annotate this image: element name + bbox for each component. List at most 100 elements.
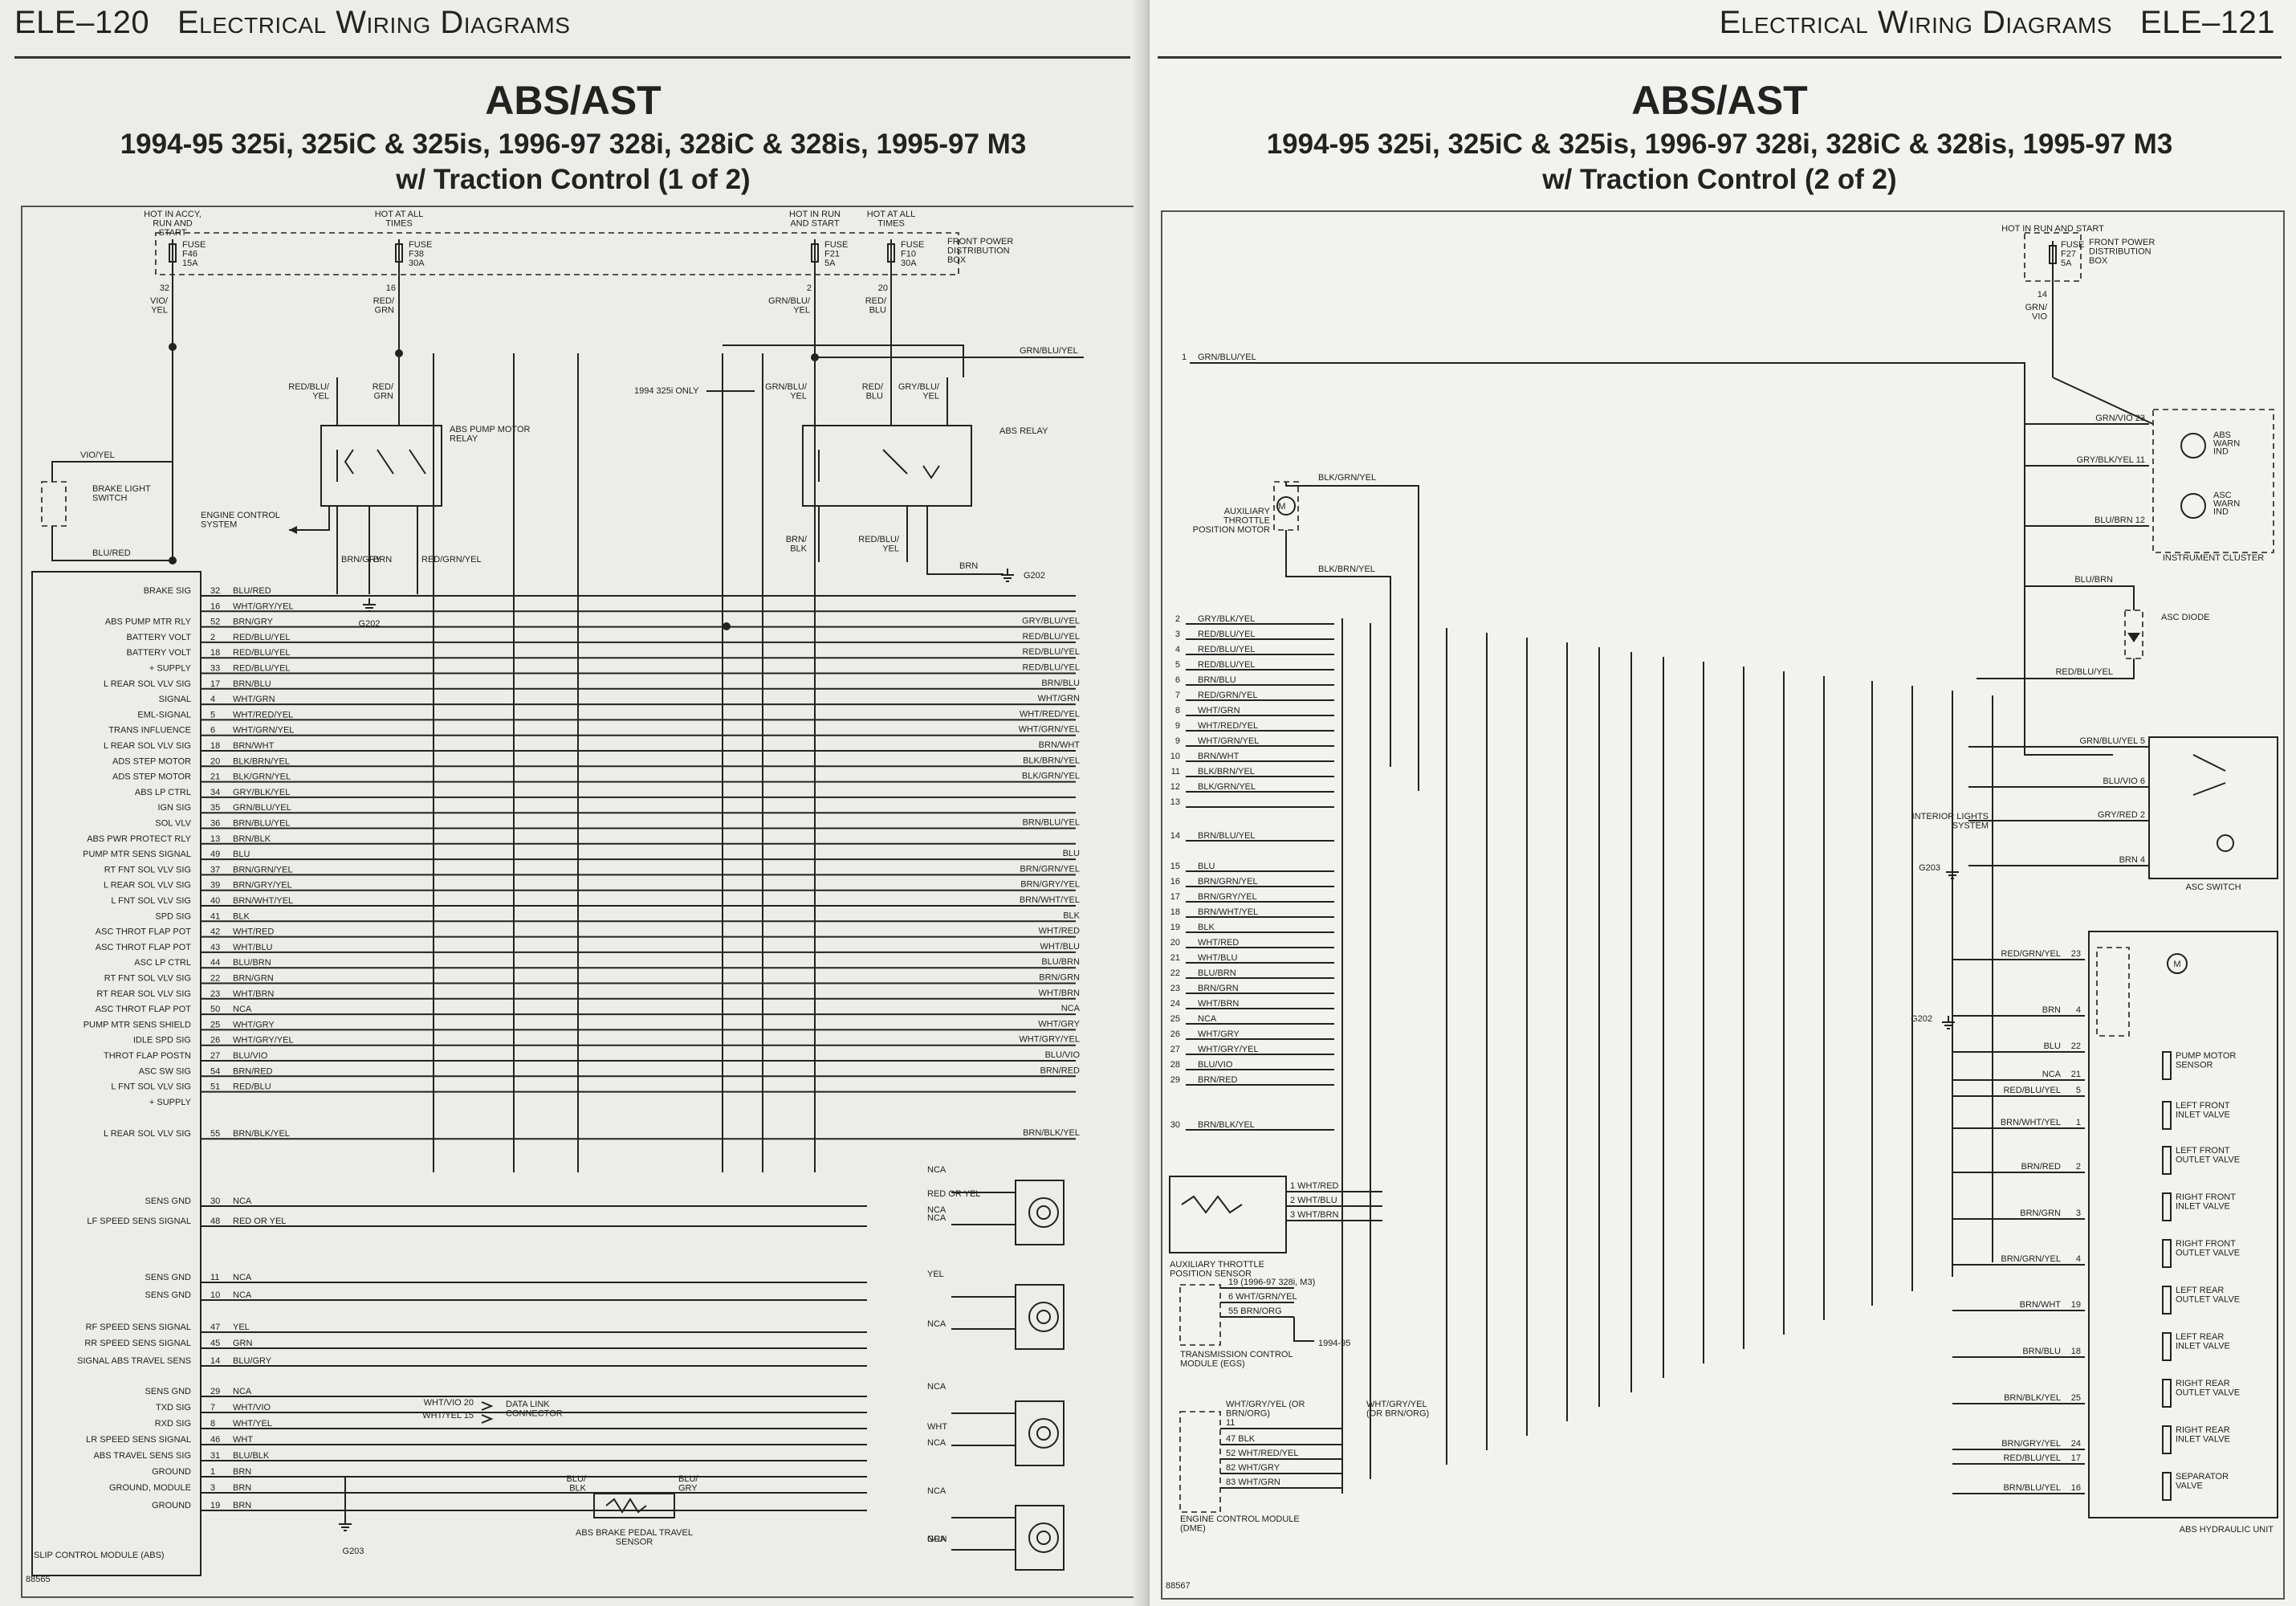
aux-throttle-sensor-label: AUXILIARY THROTTLE bbox=[1170, 1260, 1264, 1270]
slip-control-module-box bbox=[31, 571, 202, 1576]
wire-color-label: BLK/GRN/YEL bbox=[1198, 782, 1256, 792]
valve-label: OUTLET VALVE bbox=[2176, 1156, 2240, 1165]
module-pin-number: 4 bbox=[210, 695, 215, 704]
hydraulic-wire-label: BRN/GRY/YEL bbox=[2001, 1439, 2061, 1449]
wire-color-label: BLU/VIO bbox=[1198, 1060, 1233, 1070]
sensor-pin-label: GROUND bbox=[152, 1467, 191, 1477]
left-subtitle: 1994-95 325i, 325iC & 325is, 1996-97 328… bbox=[120, 128, 1027, 160]
valve-label: VALVE bbox=[2176, 1482, 2203, 1491]
module-pin-label: ASC SW SIG bbox=[139, 1066, 191, 1076]
hydraulic-pin-number: 19 bbox=[2071, 1300, 2081, 1310]
fuse-rating: FUSE bbox=[182, 240, 206, 250]
wire-number: 4 bbox=[1175, 645, 1180, 654]
fuse-wire-color: GRN bbox=[375, 306, 395, 316]
fuse-hot-label: HOT AT ALL bbox=[867, 210, 916, 219]
hydraulic-wire-label: BRN bbox=[2042, 1005, 2061, 1015]
pump-motor-icon bbox=[2167, 953, 2188, 974]
wire-number: 6 bbox=[1175, 675, 1180, 685]
engine-control-label: ENGINE CONTROL bbox=[201, 511, 280, 520]
hydraulic-pin-number: 21 bbox=[2071, 1070, 2081, 1079]
sensor-pin-number: 45 bbox=[210, 1339, 220, 1348]
asc-warn-label: IND bbox=[2213, 507, 2229, 517]
interior-lights-label: INTERIOR LIGHTS bbox=[1912, 812, 1989, 821]
transmission-module-label: TRANSMISSION CONTROL bbox=[1180, 1350, 1293, 1359]
right-header-title: Electrical Wiring Diagrams bbox=[1719, 5, 2113, 40]
module-pin-label: ADS STEP MOTOR bbox=[112, 772, 191, 782]
module-pin-number: 35 bbox=[210, 803, 220, 813]
ecm-wire-label: 47 BLK bbox=[1226, 1434, 1256, 1444]
valve-coil-box bbox=[2162, 1051, 2172, 1080]
wire-color-label: BRN/GRN/YEL bbox=[1198, 877, 1258, 887]
sensor-pin-number: 46 bbox=[210, 1435, 220, 1445]
wire-number: 12 bbox=[1170, 782, 1180, 792]
cluster-wire-label: GRN/VIO 23 bbox=[2095, 414, 2145, 423]
valve-label: LEFT FRONT bbox=[2176, 1101, 2230, 1111]
module-pin-wire-color: BRN/WHT/YEL bbox=[233, 896, 293, 906]
wire-number: 13 bbox=[1170, 797, 1180, 807]
right-edge-wire-label: BRN/WHT/YEL bbox=[1020, 895, 1080, 905]
junction-dot bbox=[169, 556, 177, 565]
fuse-wire-color: VIO bbox=[2032, 312, 2047, 322]
relay-output-label: BRN/GRY bbox=[341, 555, 382, 565]
asc-diode-box bbox=[2124, 609, 2143, 659]
module-pin-wire-color: WHT/GRY bbox=[233, 1020, 275, 1029]
hydraulic-wire-label: BRN/WHT/YEL bbox=[2001, 1118, 2061, 1127]
fuse-wire-color: RED/ bbox=[865, 296, 887, 306]
ecm-right-label: (OR BRN/ORG) bbox=[1366, 1409, 1429, 1419]
wire-number: 21 bbox=[1170, 953, 1180, 963]
abs-hydraulic-unit-box bbox=[2088, 931, 2278, 1518]
module-pin-wire-color: BLU/VIO bbox=[233, 1051, 268, 1061]
fuse-terminal: 20 bbox=[878, 283, 888, 293]
right-page-number: ELE–121 bbox=[2139, 5, 2275, 40]
right-edge-wire-label: BRN/GRY/YEL bbox=[1020, 880, 1080, 890]
pump-motor-box bbox=[2096, 947, 2130, 1037]
sensor-pin-number: 48 bbox=[210, 1217, 220, 1226]
hydraulic-pin-number: 4 bbox=[2076, 1005, 2081, 1015]
module-pin-wire-color: GRY/BLK/YEL bbox=[233, 788, 290, 797]
module-pin-wire-color: WHT/BLU bbox=[233, 943, 273, 952]
fuse-to-cluster bbox=[2052, 377, 2154, 425]
relay-output-label: RED/GRN/YEL bbox=[421, 555, 482, 565]
aux-sensor-wire-label: 2 WHT/BLU bbox=[1290, 1196, 1337, 1205]
relay-output-label: BLK bbox=[790, 544, 807, 554]
tcm-note-leader bbox=[1293, 1317, 1314, 1342]
wire-color-label: BLU/BRN bbox=[1198, 968, 1236, 978]
right-edge-wire-label: BLU bbox=[1063, 849, 1080, 858]
sensor-pin-number: 11 bbox=[210, 1273, 219, 1282]
wire-color-label: WHT/GRY/YEL bbox=[1198, 1045, 1259, 1054]
switch-contact-icon bbox=[2192, 754, 2226, 796]
ground-g202-label: G202 bbox=[1911, 1014, 1932, 1024]
sensor-pin-label: TXD SIG bbox=[156, 1403, 191, 1412]
wire-color-label: WHT/RED bbox=[1198, 938, 1239, 948]
hydraulic-wire-label: RED/GRN/YEL bbox=[2001, 949, 2061, 959]
module-pin-wire-color: RED/BLU bbox=[233, 1082, 271, 1092]
power-box-label: DISTRIBUTION bbox=[947, 247, 1010, 256]
abs-relay-label: ABS RELAY bbox=[999, 426, 1048, 436]
aux-motor-wire-label: BLK/GRN/YEL bbox=[1318, 473, 1376, 483]
sensor-pin-wire-color: BRN bbox=[233, 1467, 251, 1477]
wire-number: 28 bbox=[1170, 1060, 1180, 1070]
hydraulic-wire-label: BRN/WHT bbox=[2020, 1300, 2062, 1310]
fuse-rating: FUSE bbox=[824, 240, 848, 250]
wire-color-label: NCA bbox=[1198, 1014, 1217, 1024]
slip-control-module-label: SLIP CONTROL MODULE (ABS) bbox=[34, 1551, 165, 1560]
fuse-rating: FUSE bbox=[2061, 240, 2084, 250]
wheel-speed-sensor-box bbox=[1015, 1400, 1065, 1466]
fuse-rating: FUSE bbox=[409, 240, 432, 250]
fuse-wire-color: VIO/ bbox=[150, 296, 169, 306]
wire-number: 2 bbox=[1175, 614, 1180, 624]
fuse-rating: F27 bbox=[2061, 250, 2076, 259]
aux-sensor-wire-label: 1 WHT/RED bbox=[1290, 1181, 1339, 1191]
abs-warn-label: WARN bbox=[2213, 438, 2240, 448]
sensor-pin-wire-color: YEL bbox=[233, 1323, 250, 1332]
wire-color-label: WHT/GRY bbox=[1198, 1029, 1240, 1039]
left-subtitle-2: w/ Traction Control (1 of 2) bbox=[396, 164, 751, 195]
switch-wire-label: BLU/VIO 6 bbox=[2103, 777, 2145, 786]
aux-throttle-motor-label: THROTTLE bbox=[1223, 516, 1270, 526]
module-pin-number: 5 bbox=[210, 710, 215, 719]
power-box-label: FRONT POWER bbox=[947, 237, 1013, 247]
right-edge-wire-label: WHT/GRN bbox=[1037, 694, 1080, 703]
module-pin-label: ASC THROT FLAP POT bbox=[96, 927, 191, 937]
hydraulic-wire-label: BRN/GRN bbox=[2020, 1209, 2061, 1218]
left-page: ELE–120 Electrical Wiring Diagrams ABS/A… bbox=[0, 0, 1146, 1606]
